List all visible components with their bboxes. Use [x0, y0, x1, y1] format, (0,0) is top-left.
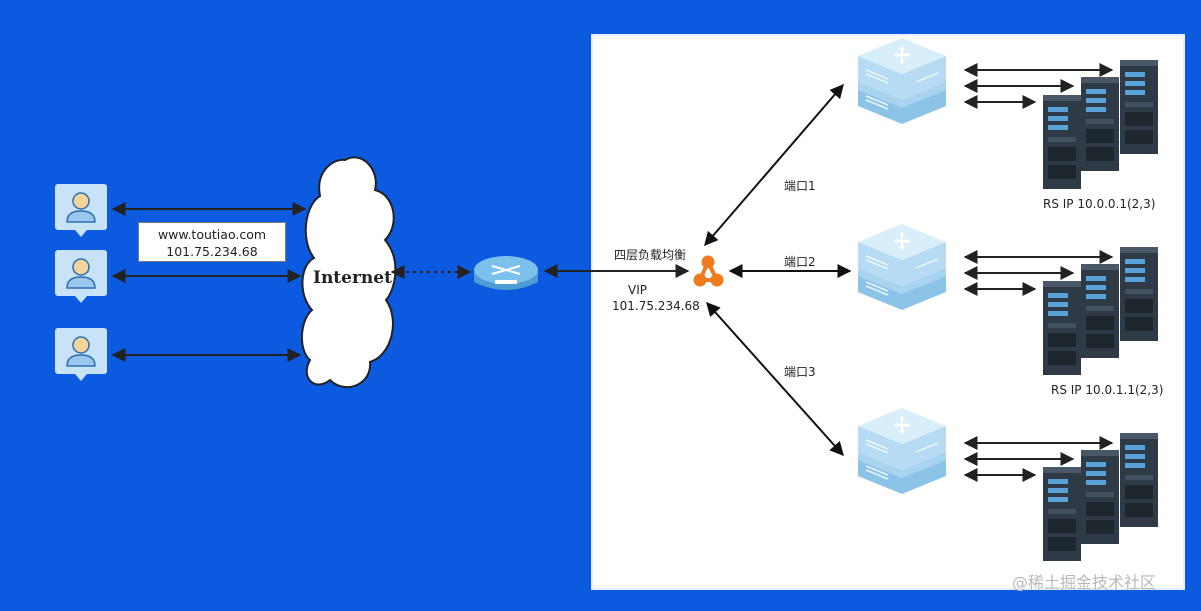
server-group — [963, 60, 1158, 189]
port-label: 端口3 — [784, 365, 816, 379]
load-balancer-icon — [693, 255, 724, 287]
server-icon — [1043, 467, 1081, 561]
domain-name: www.toutiao.com — [157, 227, 267, 242]
router-icon — [474, 256, 538, 290]
port3-link-arrow — [706, 301, 844, 457]
rs-ip-label: RS IP 10.0.0.1(2,3) — [1043, 197, 1156, 211]
server-group — [963, 247, 1158, 375]
port-label: 端口2 — [784, 255, 816, 269]
watermark: @稀土掘金技术社区 — [1012, 573, 1157, 592]
rs-ip-label: RS IP 10.0.1.1(2,3) — [1051, 383, 1164, 397]
server-icon — [1081, 450, 1119, 544]
switch-icon — [857, 223, 947, 311]
server-icon — [1120, 60, 1158, 154]
user-icon — [54, 249, 108, 304]
server-icon — [1120, 433, 1158, 527]
server-group — [963, 433, 1158, 561]
port-label: 端口1 — [784, 179, 816, 193]
cloud-label: Internet — [313, 268, 392, 288]
server-icon — [1120, 247, 1158, 341]
port1-link-arrow — [704, 83, 844, 247]
user-icon — [54, 183, 108, 238]
vip-label: VIP — [628, 283, 647, 297]
switch-icon — [857, 407, 947, 495]
domain-ip: 101.75.234.68 — [166, 244, 258, 259]
server-icon — [1081, 264, 1119, 358]
vip-ip: 101.75.234.68 — [612, 299, 700, 313]
lb-title: 四层负载均衡 — [614, 248, 687, 262]
server-icon — [1043, 281, 1081, 375]
user-icon — [54, 327, 108, 382]
switch-icon — [857, 37, 947, 125]
cloud-icon — [301, 156, 397, 389]
server-icon — [1081, 77, 1119, 171]
server-icon — [1043, 95, 1081, 189]
domain-info-box: www.toutiao.com 101.75.234.68 — [138, 222, 286, 262]
